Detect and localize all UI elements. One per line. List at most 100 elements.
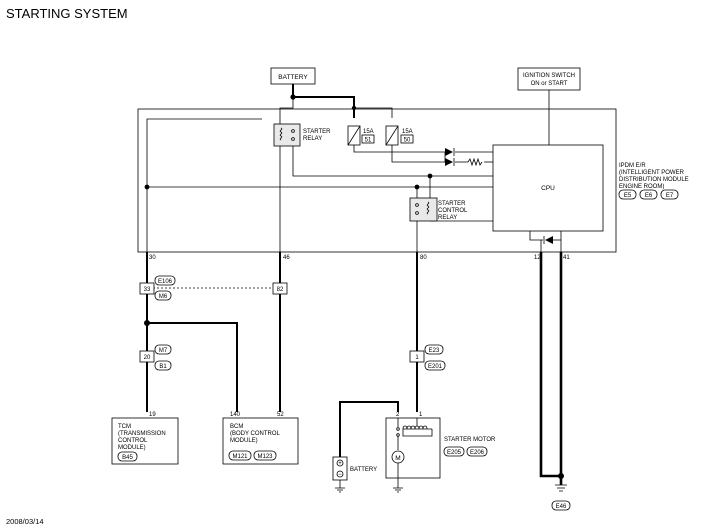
footer-date: 2008/03/14 bbox=[6, 517, 44, 526]
starter-control-relay-line2: CONTROL bbox=[438, 208, 468, 214]
tcm-label-line3: CONTROL bbox=[118, 438, 148, 444]
ipdm-pin-30: 30 bbox=[149, 255, 156, 261]
ipdm-module-box bbox=[137, 108, 617, 253]
connector-e23-badge bbox=[424, 344, 444, 355]
starter-relay-coil-icon bbox=[279, 127, 283, 141]
starter-relay-label-line1: STARTER bbox=[303, 129, 331, 135]
tcm-pin-19: 19 bbox=[149, 412, 156, 418]
starter-control-relay-contact-icon bbox=[415, 203, 419, 207]
battery-plus-icon bbox=[336, 459, 344, 467]
fuse-51-number-box bbox=[361, 134, 375, 144]
ipdm-inner-top-line bbox=[146, 118, 262, 252]
battery-top-box bbox=[270, 67, 316, 85]
battery-bottom-label: BATTERY bbox=[350, 467, 377, 473]
resistor-icon bbox=[467, 157, 483, 167]
joint-pin-20: 20 bbox=[144, 355, 151, 361]
starter-relay-control-line bbox=[292, 139, 493, 177]
ipdm-pin-12: 12 bbox=[534, 255, 541, 261]
branch-splice-dot bbox=[144, 320, 150, 326]
ipdm-connector-e5 bbox=[618, 189, 637, 200]
ipdm-splice-dot-3 bbox=[427, 173, 433, 179]
tcm-label-line1: TCM bbox=[118, 424, 131, 430]
svg-text:E7: E7 bbox=[666, 193, 674, 199]
svg-text:E6: E6 bbox=[645, 193, 653, 199]
joint-pin-33-box bbox=[139, 282, 155, 295]
ipdm-splice-dot-1 bbox=[144, 184, 150, 190]
diode-2-icon bbox=[445, 158, 453, 166]
connector-m7: M7 bbox=[159, 348, 168, 354]
ipdm-pin-41: 41 bbox=[563, 255, 570, 261]
starter-relay-symbol bbox=[273, 123, 301, 147]
connector-e205: E205 bbox=[447, 450, 462, 456]
battery-feed-wire bbox=[292, 84, 355, 118]
connector-e46-badge bbox=[551, 500, 571, 511]
starter-pin-1: 1 bbox=[419, 412, 423, 418]
battery-minus-icon bbox=[336, 470, 344, 478]
fuse51-output-wire bbox=[353, 145, 445, 153]
battery-splice-dot bbox=[290, 94, 296, 100]
bcm-label-line2: (BODY CONTROL bbox=[230, 431, 281, 437]
fuse50-feed-wire bbox=[354, 107, 393, 118]
ignition-switch-line1: IGNITION SWITCH bbox=[523, 73, 575, 79]
fuse-50-rating: 15A bbox=[402, 129, 413, 135]
fuse50-output-wire bbox=[391, 145, 445, 163]
connector-b45: B45 bbox=[122, 455, 133, 461]
starter-motor-m-letter: M bbox=[395, 455, 400, 462]
cpu-label: CPU bbox=[541, 185, 555, 192]
tcm-label-line4: MODULE) bbox=[118, 445, 146, 451]
starter-relay-label-line2: RELAY bbox=[303, 136, 322, 142]
joint-pin-1: 1 bbox=[415, 355, 419, 361]
connector-m6: M6 bbox=[159, 294, 168, 300]
bcm-label-line3: MODULE) bbox=[230, 438, 258, 444]
cpu-diode-left-wire bbox=[529, 231, 543, 241]
ignition-switch-line2: ON or START bbox=[531, 81, 568, 87]
connector-b1-badge bbox=[154, 360, 172, 371]
diagram-title: STARTING SYSTEM bbox=[6, 6, 128, 21]
starter-control-relay-symbol bbox=[409, 197, 438, 222]
joint-pin-82-box bbox=[272, 282, 288, 295]
starter-control-relay-line1: STARTER bbox=[438, 201, 466, 207]
connector-m121-badge bbox=[228, 450, 252, 461]
tcm-label-line2: (TRANSMISSION bbox=[118, 431, 166, 437]
connector-e206-badge bbox=[466, 446, 488, 457]
wire-pin12-to-ground bbox=[539, 252, 561, 478]
connector-m123: M123 bbox=[257, 454, 273, 460]
fuse-51-number: 51 bbox=[365, 138, 372, 144]
ipdm-label-line2: (INTELLIGENT POWER bbox=[619, 170, 685, 176]
connector-e106: E106 bbox=[158, 279, 173, 285]
starter-ground-icon bbox=[393, 487, 403, 493]
starter-motor-label: STARTER MOTOR bbox=[444, 437, 496, 443]
connector-e46: E46 bbox=[556, 504, 567, 510]
ipdm-splice-dot-2 bbox=[414, 184, 420, 190]
joint-pin-1-box bbox=[409, 350, 425, 363]
starter-motor-box bbox=[385, 417, 441, 479]
connector-m6-badge bbox=[154, 290, 172, 301]
bcm-label-line1: BCM bbox=[230, 424, 243, 430]
battery-top-label: BATTERY bbox=[278, 74, 308, 81]
connector-e201: E201 bbox=[428, 364, 443, 370]
ipdm-label-line4: ENGINE ROOM) bbox=[619, 184, 664, 190]
ipdm-label-line1: IPDM E/R bbox=[619, 163, 646, 169]
connector-b45-badge bbox=[117, 451, 138, 462]
joint-pin-82: 82 bbox=[277, 287, 284, 293]
starter-relay-feed-wire bbox=[279, 97, 294, 124]
bcm-pin-52: 52 bbox=[277, 412, 284, 418]
joint-pin-20-box bbox=[139, 350, 155, 363]
joint-pin-33: 33 bbox=[144, 287, 151, 293]
wire-battery-to-starter bbox=[339, 401, 399, 457]
ipdm-pin-80: 80 bbox=[420, 255, 427, 261]
battery-plus-sign: + bbox=[338, 461, 342, 467]
ground-splice-dot bbox=[558, 473, 564, 479]
fuse-51-icon bbox=[347, 125, 361, 146]
connector-m123-badge bbox=[253, 450, 277, 461]
bcm-pin-140: 140 bbox=[230, 412, 241, 418]
ground-e46-icon bbox=[555, 484, 567, 492]
ignition-switch-box bbox=[517, 67, 581, 91]
starter-control-relay-line3: RELAY bbox=[438, 215, 457, 221]
ipdm-connector-e6 bbox=[639, 189, 658, 200]
ipdm-pin-46: 46 bbox=[283, 255, 290, 261]
ipdm-connector-e7 bbox=[660, 189, 679, 200]
ground-diode-icon bbox=[545, 236, 553, 244]
fuse-51-rating: 15A bbox=[363, 129, 374, 135]
battery-ground-icon bbox=[335, 487, 345, 493]
